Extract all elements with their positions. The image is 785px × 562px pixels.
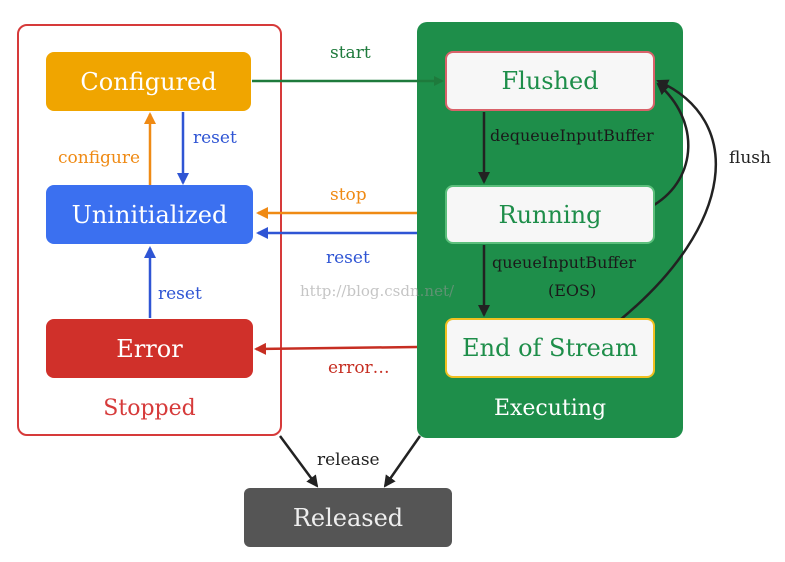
state-flushed-label: Flushed <box>501 67 599 95</box>
reset-configured-label: reset <box>193 128 237 148</box>
state-released-label: Released <box>292 503 404 532</box>
state-error-label: Error <box>116 334 183 363</box>
state-uninitialized-label: Uninitialized <box>71 200 228 229</box>
state-error: Error <box>46 319 253 378</box>
state-released: Released <box>244 488 452 547</box>
flush-arrow-eos <box>619 79 717 321</box>
configure-label: configure <box>58 148 141 168</box>
release-arrow-executing <box>383 435 422 488</box>
start-label: start <box>330 43 371 63</box>
state-end-of-stream-label: End of Stream <box>462 334 638 362</box>
dequeue-label: dequeueInputBuffer <box>490 126 654 145</box>
queue-eos-label: (EOS) <box>548 281 597 300</box>
watermark: http://blog.csdn.net/ <box>300 282 455 300</box>
queue-label: queueInputBuffer <box>492 253 636 272</box>
error-label: error… <box>328 358 390 378</box>
reset-executing-label: reset <box>326 248 370 268</box>
flush-arrow-running <box>653 82 690 207</box>
state-configured: Configured <box>46 52 251 111</box>
state-running-label: Running <box>498 200 602 229</box>
state-flushed: Flushed <box>445 51 655 111</box>
release-arrow-stopped <box>278 435 319 488</box>
stop-label: stop <box>330 185 367 205</box>
state-end-of-stream: End of Stream <box>445 318 655 378</box>
state-configured-label: Configured <box>80 67 217 96</box>
error-arrow <box>254 342 418 355</box>
reset-error-label: reset <box>158 284 202 304</box>
stopped-group-label: Stopped <box>103 396 196 421</box>
state-uninitialized: Uninitialized <box>46 185 253 244</box>
release-label: release <box>317 450 380 470</box>
flush-label: flush <box>729 148 771 168</box>
executing-group-label: Executing <box>493 396 607 421</box>
state-running: Running <box>445 185 655 244</box>
